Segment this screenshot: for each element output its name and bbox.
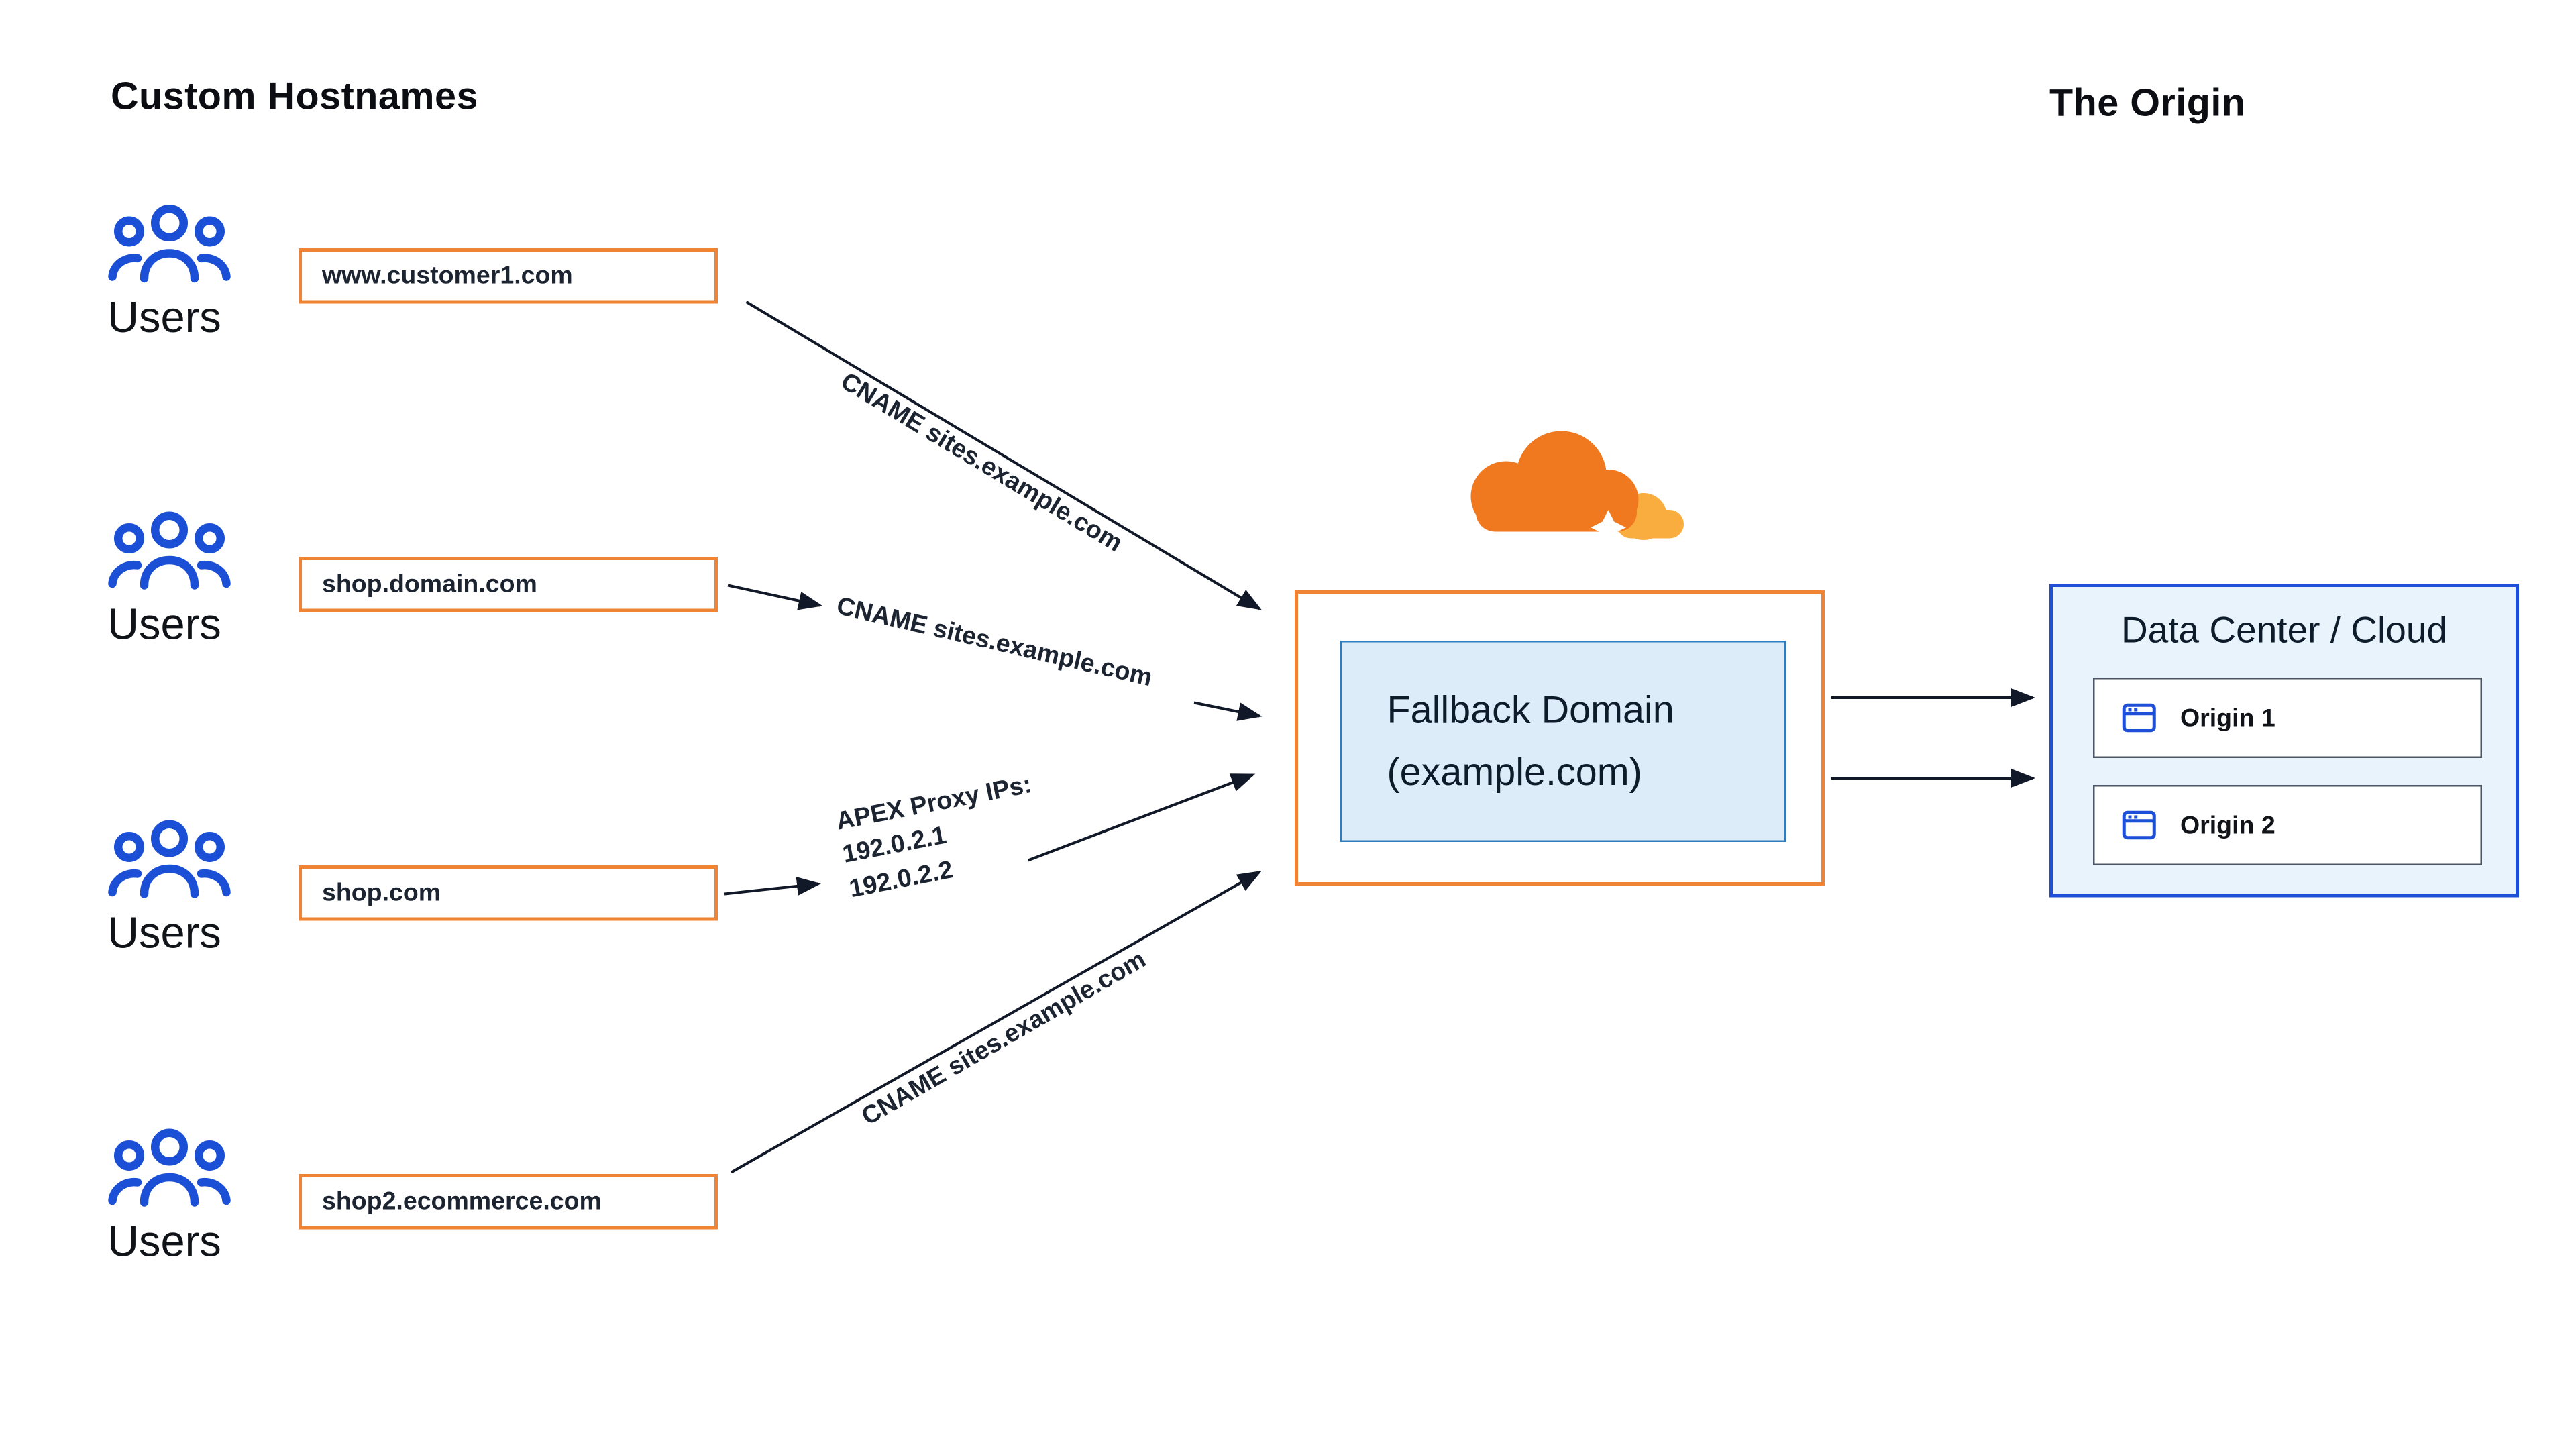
cloudflare-logo <box>1470 431 1684 545</box>
users-icon <box>108 1128 231 1207</box>
users-label: Users <box>107 598 221 649</box>
arrow-shop-segment2 <box>1027 773 1256 862</box>
arrow-shop2-to-hub <box>731 871 1262 1174</box>
user-group-3: Users <box>107 817 231 960</box>
arrow-shop-segment1 <box>724 876 821 896</box>
fallback-domain-outer-box: Fallback Domain (example.com) <box>1295 590 1825 885</box>
hostname-box-customer1: www.customer1.com <box>299 248 718 304</box>
the-origin-heading: The Origin <box>2049 80 2246 124</box>
origin-2-label: Origin 2 <box>2180 810 2275 840</box>
users-label: Users <box>107 907 221 958</box>
arrow-shopdomain-segment2 <box>1193 701 1263 721</box>
arrow-customer1-to-hub <box>745 301 1262 610</box>
hostname-box-shop-domain: shop.domain.com <box>299 557 718 612</box>
edge-label-cname-3: CNAME sites.example.com <box>857 945 1151 1132</box>
browser-window-icon <box>2122 703 2156 733</box>
fallback-domain-box: Fallback Domain (example.com) <box>1340 641 1786 842</box>
hostname-box-shop: shop.com <box>299 865 718 921</box>
fallback-domain-line1: Fallback Domain <box>1387 688 1674 732</box>
user-group-1: Users <box>107 201 231 344</box>
arrow-shopdomain-segment1 <box>727 584 823 610</box>
browser-window-icon <box>2122 810 2156 840</box>
origin-2-box: Origin 2 <box>2093 785 2482 865</box>
users-label: Users <box>107 1216 221 1267</box>
hostname-box-shop2-ecommerce: shop2.ecommerce.com <box>299 1174 718 1230</box>
users-icon <box>108 820 231 898</box>
user-group-2: Users <box>107 508 231 651</box>
users-icon <box>108 205 231 283</box>
edge-label-cname-1: CNAME sites.example.com <box>835 367 1128 558</box>
sparkle-icon <box>1591 510 1626 545</box>
data-center-title: Data Center / Cloud <box>2121 608 2448 651</box>
origin-1-box: Origin 1 <box>2093 678 2482 758</box>
custom-hostnames-heading: Custom Hostnames <box>111 74 478 117</box>
users-icon <box>108 511 231 590</box>
user-group-4: Users <box>107 1126 231 1269</box>
edge-label-apex-proxy-ips: APEX Proxy IPs: 192.0.2.1 192.0.2.2 <box>834 769 1049 907</box>
fallback-domain-line2: (example.com) <box>1387 749 1642 794</box>
users-label: Users <box>107 292 221 342</box>
data-center-panel: Data Center / Cloud Origin 1 Origin 2 <box>2049 584 2519 898</box>
origin-1-label: Origin 1 <box>2180 703 2275 733</box>
edge-label-cname-2: CNAME sites.example.com <box>833 592 1155 693</box>
